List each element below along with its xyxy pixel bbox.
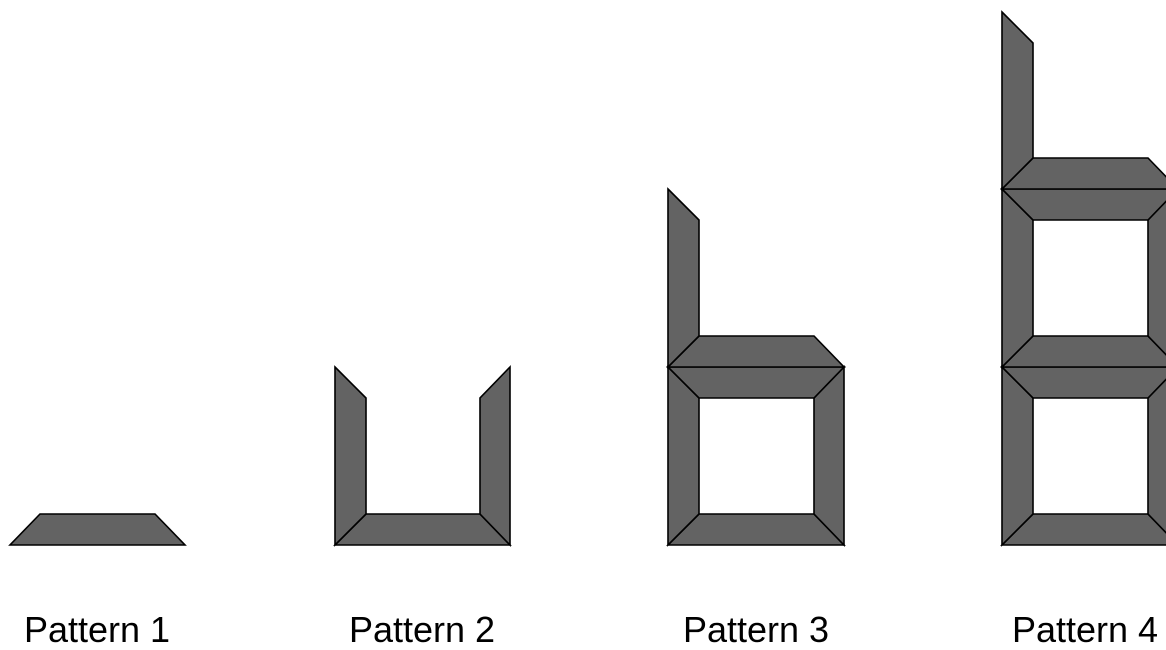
pattern-4-stem-piece [1002,12,1033,189]
pattern-2-right-piece [480,367,510,545]
pattern-4-shape [1002,12,1166,545]
pattern-3-inner-top-piece [668,367,844,398]
pattern-4-label: Pattern 4 [1012,612,1158,648]
pattern-1-shape [10,514,185,545]
pattern-1-label: Pattern 1 [24,612,170,648]
pattern-1-bottom-piece [10,514,185,545]
pattern-2-label: Pattern 2 [349,612,495,648]
pattern-3-stem-piece [668,189,699,367]
pattern-3-shape [668,189,844,545]
pattern-2-left-piece [335,367,366,545]
pattern-2-shape [335,367,510,545]
pattern-3-label: Pattern 3 [683,612,829,648]
